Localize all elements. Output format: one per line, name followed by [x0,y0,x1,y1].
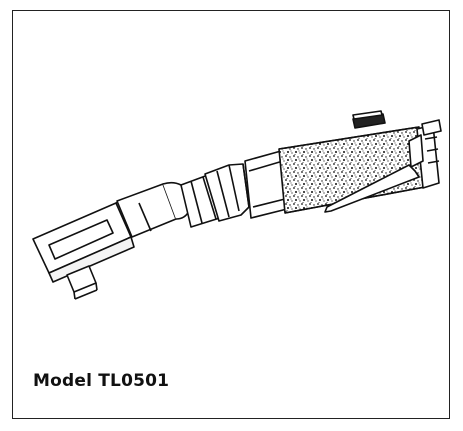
wrench-neck [116,181,190,238]
ratchet-head [32,197,142,283]
collar [244,150,288,219]
hex-nut [204,163,250,222]
product-figure-frame: Model TL0501 [12,10,450,419]
trigger-lever [324,164,420,213]
square-drive-anvil [66,265,98,300]
label-plate [352,110,386,129]
model-caption: Model TL0501 [33,371,170,391]
air-inlet-end [408,119,442,189]
ratchet-wrench-illustration [32,110,442,300]
